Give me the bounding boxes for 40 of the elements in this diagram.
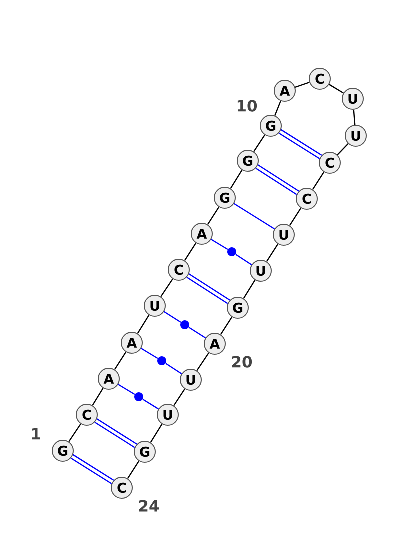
base-pair-dot	[180, 320, 190, 330]
position-number: 1	[32, 428, 40, 440]
base-pair-line	[164, 311, 182, 323]
backbone-line	[68, 424, 82, 442]
position-number: 20	[232, 356, 252, 368]
backbone-line	[127, 460, 140, 480]
backbone-line	[266, 244, 279, 262]
position-number: 10	[238, 100, 258, 112]
base-pair-line	[166, 363, 182, 374]
backbone-line	[289, 208, 302, 226]
backbone-line	[160, 278, 174, 298]
backbone-line	[353, 110, 356, 126]
position-number: 24	[139, 500, 160, 512]
base-pair-line	[141, 348, 158, 360]
backbone-line	[329, 84, 344, 94]
backbone-line	[174, 388, 186, 406]
base-pair-line	[188, 327, 206, 339]
backbone-line	[254, 134, 266, 152]
backbone-line	[230, 170, 243, 189]
base-pair-dot	[134, 392, 144, 402]
backbone-line	[150, 424, 163, 443]
base-pair-line	[234, 203, 275, 230]
base-pair-line	[142, 398, 159, 410]
base-pair-line	[118, 384, 136, 396]
backbone-line	[295, 82, 310, 88]
backbone-line	[207, 206, 220, 226]
base-pair-line	[236, 254, 252, 266]
backbone-line	[337, 144, 349, 156]
backbone-line	[184, 242, 197, 262]
backbone-line	[114, 352, 127, 370]
backbone-line	[92, 388, 104, 406]
backbone-line	[274, 100, 282, 116]
backbone-line	[196, 352, 210, 372]
backbone-line	[137, 315, 150, 334]
base-pair-dot	[228, 248, 236, 256]
backbone-line	[243, 280, 256, 299]
base-pair-dot	[158, 356, 166, 366]
backbone-line	[312, 172, 325, 190]
base-pair-line	[211, 239, 228, 250]
backbone-line	[220, 316, 233, 336]
